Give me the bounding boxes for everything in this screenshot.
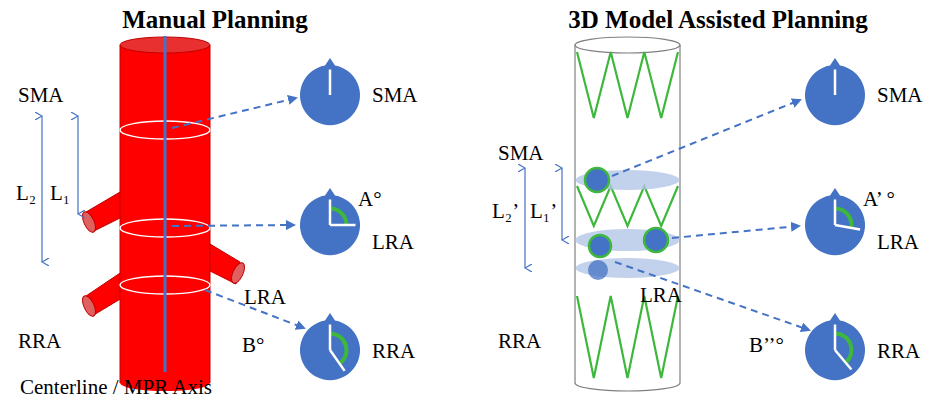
stent-graft-model (575, 37, 680, 391)
dimension-arrow (524, 168, 525, 268)
vessel-label: RRA (18, 330, 61, 353)
cross-section-circle: B’’°RRA (805, 320, 865, 380)
cross-section-circle: B°RRA (300, 320, 360, 380)
circle-shape (805, 320, 865, 380)
aorta-model (80, 36, 247, 391)
vessel-label: SMA (498, 142, 544, 165)
dimension-arrow (41, 116, 42, 262)
cross-section-circle: A°LRA (300, 195, 360, 255)
vessel-label: SMA (877, 84, 923, 107)
projection-arrow (612, 100, 800, 176)
distance-label: L₂ (16, 182, 36, 205)
projection-arrow (172, 98, 296, 128)
projection-arrow (172, 225, 294, 226)
stent-strut (577, 52, 678, 118)
vessel-label: LRA (372, 231, 414, 254)
distance-label: L₂’ (492, 200, 519, 223)
circle-shape (300, 320, 360, 380)
circle-shape (805, 65, 865, 125)
axis-label: Centerline / MPR Axis (20, 376, 212, 399)
projection-arrow (615, 262, 809, 330)
vessel-label: SMA (372, 84, 418, 107)
distance-label: L₁ (50, 182, 70, 205)
vessel-label: LRA (244, 286, 286, 309)
cross-section-circle: SMA (300, 65, 360, 125)
dimension-arrow (561, 168, 562, 240)
angle-label: B’’° (749, 334, 784, 357)
projection-arrow (672, 226, 799, 238)
vessel-label: RRA (877, 340, 920, 363)
vessel-label: RRA (372, 340, 415, 363)
angle-label: B° (242, 334, 264, 357)
panel-title: 3D Model Assisted Planning (568, 6, 867, 34)
circle-shape (300, 65, 360, 125)
cross-section-circle: A’ °LRA (805, 195, 865, 255)
dimension-arrow (77, 116, 78, 214)
vessel-label: SMA (18, 84, 64, 107)
stent-strut (577, 296, 678, 378)
circle-shape (805, 195, 865, 255)
angle-label: A’ ° (863, 188, 895, 211)
vessel-label: LRA (877, 231, 919, 254)
angle-label: A° (358, 188, 382, 211)
circle-shape (300, 195, 360, 255)
cross-section-circle: SMA (805, 65, 865, 125)
distance-label: L₁’ (530, 200, 557, 223)
vessel-label: RRA (498, 330, 541, 353)
vessel-label: LRA (640, 284, 682, 307)
panel-title: Manual Planning (122, 6, 307, 34)
